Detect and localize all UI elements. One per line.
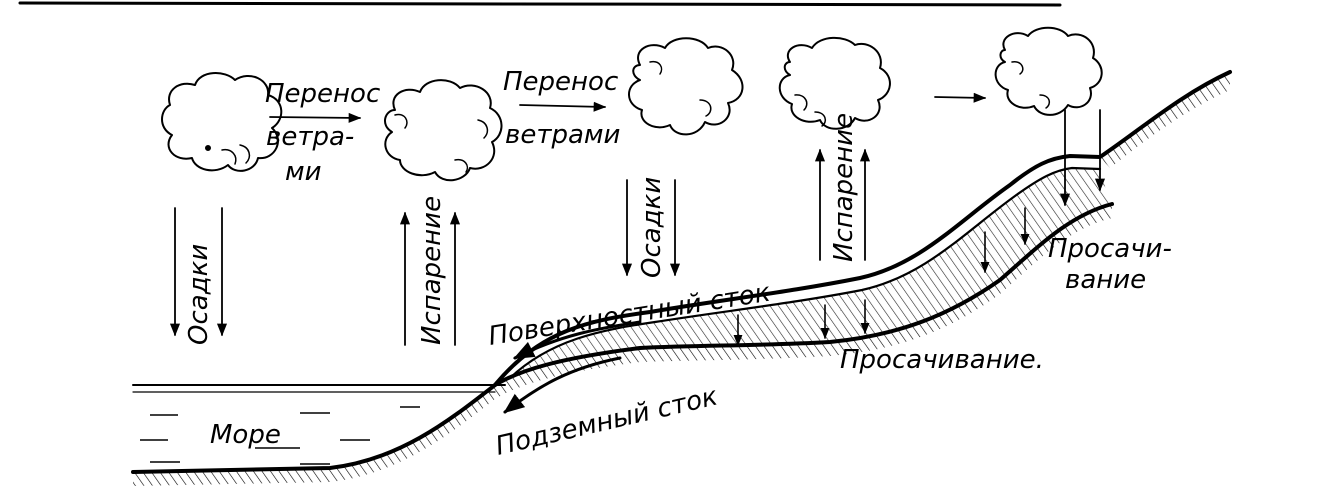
ground-surface-line <box>493 70 1232 387</box>
cloud-4 <box>778 36 891 130</box>
wind-arrow-3 <box>934 92 987 103</box>
cloud-3 <box>628 37 744 136</box>
cloud-2 <box>384 79 503 182</box>
evaporation-label-1: Испарение <box>417 196 447 345</box>
top-edge-stroke <box>18 1 1062 7</box>
infiltration-label-1-line1: Просачи- <box>1048 234 1172 264</box>
cloud-5 <box>994 26 1103 116</box>
transfer-label-1-line2: ветра- <box>266 122 354 152</box>
precipitation-label-2: Осадки <box>637 177 667 278</box>
transfer-label-1-line1: Перенос <box>265 79 380 109</box>
infiltration-label-2: Просачивание. <box>840 345 1044 375</box>
sea-area <box>132 384 506 465</box>
evaporation-arrows-1 <box>399 211 461 346</box>
evaporation-arrows-2 <box>814 148 871 261</box>
groundwater-runoff-arrow <box>503 356 622 414</box>
transfer-label-2-line1: Перенос <box>503 67 618 97</box>
precipitation-arrows-3 <box>1059 109 1106 207</box>
wind-arrow-2 <box>519 101 607 112</box>
sea-wave-dashes <box>140 406 420 465</box>
hill-hatching-right <box>1100 72 1230 168</box>
precipitation-arrows-1 <box>169 207 228 337</box>
groundwater-runoff-label: Подземный сток <box>493 382 721 462</box>
precipitation-arrows-2 <box>621 179 681 277</box>
cloud-1 <box>161 72 283 172</box>
infiltration-arrows <box>733 207 1030 347</box>
sea-label: Море <box>210 420 281 450</box>
transfer-label-2-line2: ветрами <box>505 120 620 150</box>
evaporation-label-2: Испарение <box>829 113 859 262</box>
surface-runoff-arrow <box>513 320 642 360</box>
wind-arrow-1 <box>269 112 362 123</box>
infiltration-label-1-line2: вание <box>1065 265 1146 295</box>
precipitation-label-1: Осадки <box>184 244 214 345</box>
transfer-label-1-line3: ми <box>285 157 322 187</box>
soil-hatching <box>495 168 1110 385</box>
